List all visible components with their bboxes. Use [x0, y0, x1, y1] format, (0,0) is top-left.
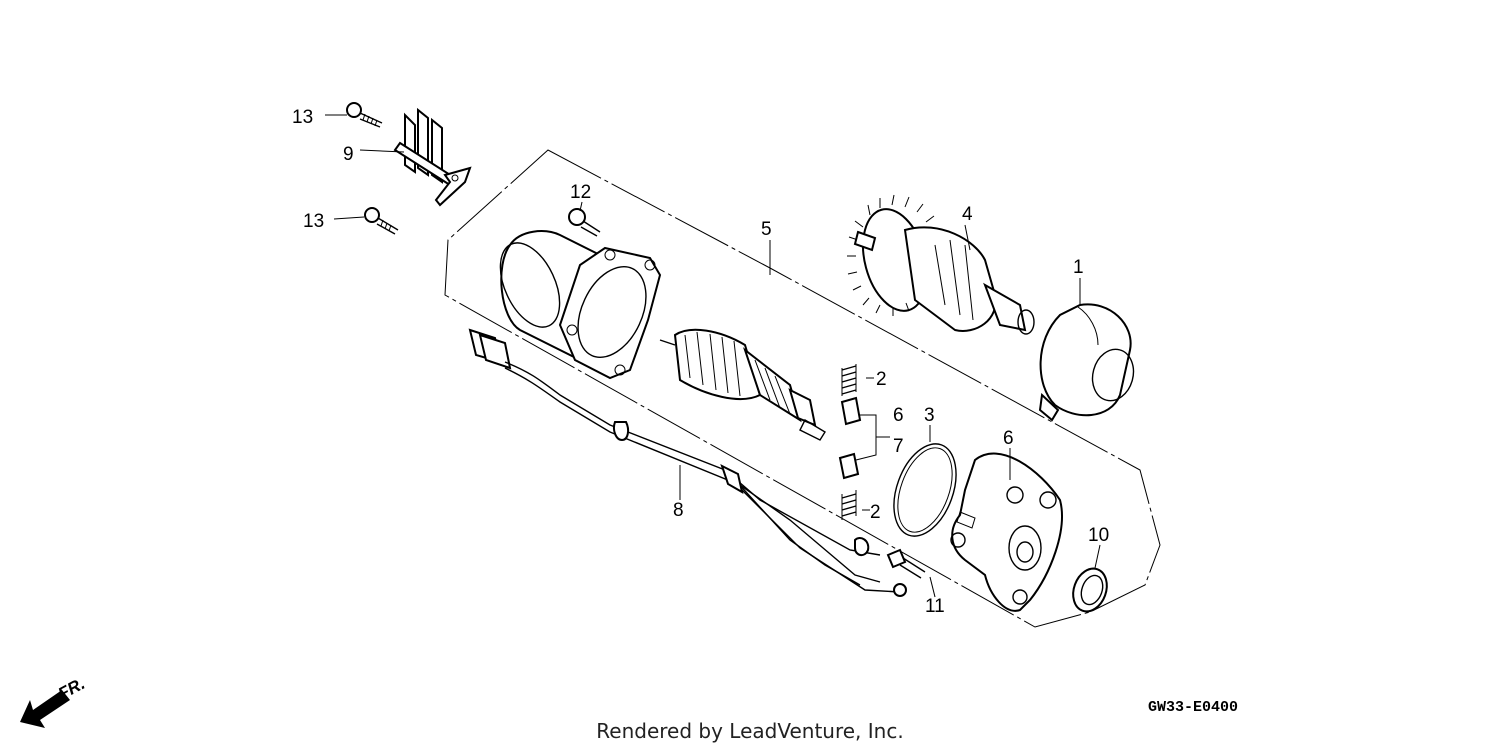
callout-8[interactable]: 8 [673, 500, 684, 521]
part-6-brush-upper[interactable] [840, 396, 862, 426]
part-13-bolt-bottom[interactable] [364, 207, 399, 235]
callout-9[interactable]: 9 [343, 144, 354, 165]
part-8-wire-harness[interactable] [468, 328, 907, 597]
diagram-code: GW33-E0400 [1148, 699, 1238, 716]
callout-13-bottom[interactable]: 13 [303, 211, 324, 232]
callout-13-top[interactable]: 13 [292, 107, 313, 128]
callout-11[interactable]: 11 [925, 596, 945, 617]
callout-10[interactable]: 10 [1088, 525, 1109, 546]
part-2-spring-upper[interactable] [841, 364, 857, 396]
callout-1[interactable]: 1 [1073, 257, 1084, 278]
part-9-bracket[interactable] [393, 107, 472, 207]
front-direction-marker: FR. [20, 674, 88, 728]
part-12-screw[interactable] [568, 208, 601, 237]
leader-lines [325, 114, 1101, 598]
callout-6-upper[interactable]: 6 [893, 405, 904, 426]
part-7-brush-lower[interactable] [838, 452, 860, 480]
part-3-o-ring[interactable] [882, 435, 967, 544]
part-4-starter-clutch[interactable] [847, 194, 1035, 335]
rendered-by-credit: Rendered by LeadVenture, Inc. [596, 719, 903, 743]
part-13-bolt-top[interactable] [346, 102, 383, 128]
callout-12[interactable]: 12 [570, 182, 591, 203]
callout-5[interactable]: 5 [761, 219, 772, 240]
callout-2-upper[interactable]: 2 [876, 369, 887, 390]
front-arrow-icon [20, 690, 70, 728]
part-1-front-cover[interactable] [1038, 303, 1139, 422]
part-6-rear-cover[interactable] [950, 452, 1063, 612]
assembly-outline [444, 149, 1161, 628]
motor-case [499, 230, 662, 380]
part-11-bolt[interactable] [886, 548, 926, 579]
callout-4[interactable]: 4 [962, 204, 973, 225]
callout-6-lower[interactable]: 6 [1003, 428, 1014, 449]
armature [659, 328, 826, 441]
part-10-oil-seal[interactable] [1067, 564, 1112, 616]
brush-bracket-line [855, 414, 890, 461]
callout-3[interactable]: 3 [924, 405, 935, 426]
callout-2-lower[interactable]: 2 [870, 502, 881, 523]
part-2-spring-lower[interactable] [841, 490, 857, 520]
callout-labels: 13 9 13 12 5 4 1 2 6 7 3 6 2 8 10 11 [292, 107, 1109, 617]
callout-7[interactable]: 7 [893, 436, 904, 457]
